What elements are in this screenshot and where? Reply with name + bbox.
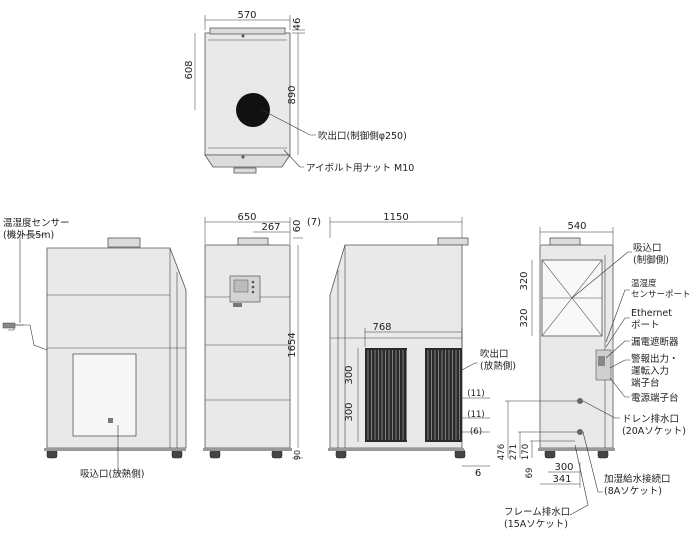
right-top-cap [549,237,581,246]
rear-vent-left [365,348,407,442]
front-top-cap [107,237,141,248]
dim-vent-h2: 300 [344,402,355,421]
right-view: 540 320 320 476 271 170 69 300 341 吸込口 (… [497,221,689,530]
label-rear-outlet-2: (放熱側) [480,360,516,372]
label-ethernet-1: Ethernet [631,308,672,319]
dim-right-width: 540 [567,221,586,232]
right-caster-left [544,449,556,459]
front-caster-right [171,449,183,459]
dim-gap1: (11) [467,389,484,399]
label-breaker: 漏電遮断器 [631,336,679,348]
label-sensor-port-1: 温湿度 [631,278,657,289]
outlet-fan-circle [236,93,270,127]
dim-fan-offset: 608 [184,60,195,79]
rear-top-cap [437,237,469,246]
top-view-tab [233,167,257,174]
rear-view: (7) 1150 768 300 300 (11) (11) (6) 6 吹出口… [307,212,516,479]
top-view-base [204,154,291,168]
label-rear-outlet-1: 吹出口 [480,348,509,360]
dim-right-341: 341 [552,474,571,485]
side-caster-right [271,449,283,459]
label-sensor-2: (機外長5m) [3,229,54,241]
dim-vent-width: 768 [372,322,391,333]
control-display [233,279,249,293]
label-alarm-2: 運転入力 [631,365,669,377]
dim-rear-width: 1150 [383,212,408,223]
front-intake-marker [108,418,113,423]
label-front-intake: 吸込口(放熱側) [80,468,144,480]
side-view: 650 267 60 1654 90 [203,212,303,460]
label-alarm-3: 端子台 [631,377,660,389]
dim-rear-bottom: 6 [475,468,481,479]
label-humid-1: 加湿給水接続口 [604,473,671,485]
dim-gap2: (11) [467,410,484,420]
drain-port [577,398,583,404]
sensor-probe [2,322,16,329]
rear-caster-right [454,449,466,459]
side-top-cap [237,237,269,246]
label-frame-drain-1: フレーム排水口 [504,506,570,518]
dim-top-depth: 890 [287,85,298,104]
label-drain-1: ドレン排水口 [622,413,679,425]
dim-right-320a: 320 [519,271,530,290]
dim-right-271: 271 [509,444,519,460]
dim-vent-h1: 300 [344,365,355,384]
side-caster-left [209,449,221,459]
top-view-lip [209,27,286,35]
dim-right-476: 476 [497,444,507,460]
dim-top-width: 570 [237,10,256,21]
label-alarm-1: 警報出力・ [631,353,679,365]
dim-right-170: 170 [521,444,531,460]
dim-right-69: 69 [525,468,535,479]
front-view: 温湿度センサー (機外長5m) 吸込口(放熱側) [2,217,187,480]
dim-side-top: 60 [292,220,303,233]
dim-side-offset: 267 [261,222,280,233]
humid-port [577,429,583,435]
label-sensor-port-2: センサーポート [631,290,689,300]
label-power-terminal: 電源端子台 [631,392,679,404]
dim-right-300: 300 [554,462,573,473]
dim-side-height: 1654 [287,332,298,357]
label-eyebolt: アイボルト用ナット M10 [306,163,414,174]
right-caster-right [597,449,609,459]
dim-right-320b: 320 [519,308,530,327]
brand-logo [233,303,242,307]
label-ethernet-2: ポート [631,320,660,331]
label-sensor-1: 温湿度センサー [3,217,70,229]
label-humid-2: (8Aソケット) [604,486,662,497]
dim-rear-offset: (7) [307,217,321,228]
label-right-intake-2: (制御側) [633,254,669,266]
label-right-intake-1: 吸込口 [633,243,662,254]
label-drain-2: (20Aソケット) [622,426,686,437]
side-view-body [204,244,291,449]
dim-side-width: 650 [237,212,256,223]
dim-top-margin: 46 [292,18,303,31]
label-outlet: 吹出口(制御側φ250) [318,130,407,142]
front-caster-left [46,449,58,459]
front-intake-grille [72,353,137,437]
rear-vent-right [425,348,462,442]
label-frame-drain-2: (15Aソケット) [504,519,568,530]
rear-caster-left [335,449,347,459]
dim-gap3: (6) [470,427,482,437]
top-view: 570 46 608 890 吹出口(制御側φ250) アイボルト用ナット M1… [184,10,414,174]
top-bolt-left [241,34,245,38]
dim-side-bottom: 90 [293,450,302,460]
top-bolt-bottom [241,155,245,159]
breaker-block [598,356,605,366]
